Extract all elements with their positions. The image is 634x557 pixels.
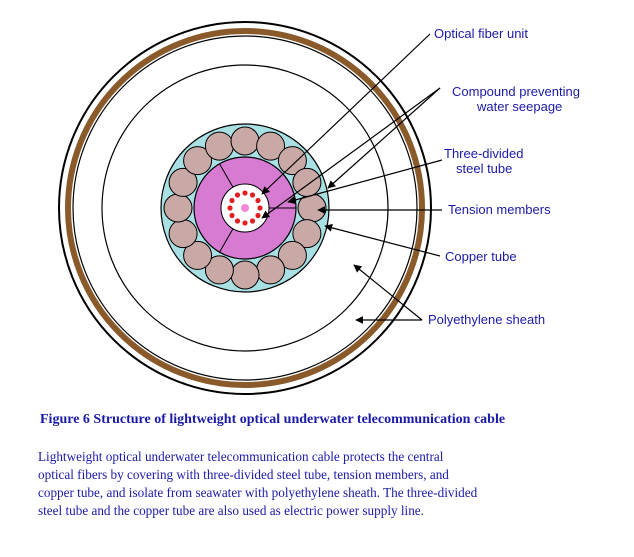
optical-fiber <box>242 220 248 226</box>
leader-copper-tube <box>324 223 441 257</box>
optical-fiber <box>249 218 256 224</box>
cable-cross-section-diagram <box>58 21 443 395</box>
tension-member <box>168 167 198 197</box>
optical-fibers-group <box>227 190 263 226</box>
tension-member <box>183 240 213 270</box>
tension-member <box>168 219 198 249</box>
leader-steel-tube <box>287 159 443 204</box>
figure-description: Lightweight optical underwater telecommu… <box>38 448 598 520</box>
tension-members-group <box>163 126 327 290</box>
description-line-3: copper tube, and isolate from seawater w… <box>38 485 478 500</box>
steel-tube-division-line-3 <box>219 228 234 253</box>
description-line-2: optical fibers by covering with three-di… <box>38 467 449 482</box>
optical-fiber <box>257 205 263 211</box>
optical-fiber <box>229 212 235 219</box>
tension-member <box>277 240 307 270</box>
optical-fiber <box>234 218 241 224</box>
leader-polyethylene-1 <box>353 264 423 321</box>
tension-member <box>183 146 213 176</box>
label-optical-fiber-unit: Optical fiber unit <box>434 26 528 41</box>
description-line-4: steel tube and the copper tube are also … <box>38 503 424 518</box>
label-compound-line2: water seepage <box>477 99 563 114</box>
optical-fiber <box>242 190 248 196</box>
label-polyethylene-sheath: Polyethylene sheath <box>428 312 546 327</box>
label-steel-tube-line2: steel tube <box>456 161 513 176</box>
tension-member <box>230 260 260 290</box>
tension-member <box>204 131 234 161</box>
optical-fiber <box>255 212 261 219</box>
copper-tube-outer-ring <box>65 28 425 388</box>
leader-compound-2 <box>327 87 441 189</box>
tension-member <box>204 255 234 285</box>
label-tension-members: Tension members <box>448 202 551 217</box>
optical-fiber <box>234 192 241 198</box>
central-strength-member <box>241 204 249 212</box>
leader-optical-fiber-unit <box>261 33 431 195</box>
optical-fiber <box>227 205 233 211</box>
tension-member <box>230 126 260 156</box>
tension-member <box>256 131 286 161</box>
description-line-1: Lightweight optical underwater telecommu… <box>38 449 444 464</box>
tension-member <box>163 193 193 223</box>
optical-fiber <box>229 197 235 204</box>
optical-fiber <box>255 197 261 204</box>
label-compound-line1: Compound preventing <box>452 84 580 99</box>
tension-member <box>277 146 307 176</box>
optical-fiber <box>249 192 256 198</box>
figure-caption: Figure 6 Structure of lightweight optica… <box>40 412 506 427</box>
tension-member <box>256 255 286 285</box>
label-steel-tube-line1: Three-divided <box>444 146 524 161</box>
tension-member <box>292 219 322 249</box>
steel-tube-division-line-2 <box>219 163 234 188</box>
label-copper-tube: Copper tube <box>445 249 517 264</box>
